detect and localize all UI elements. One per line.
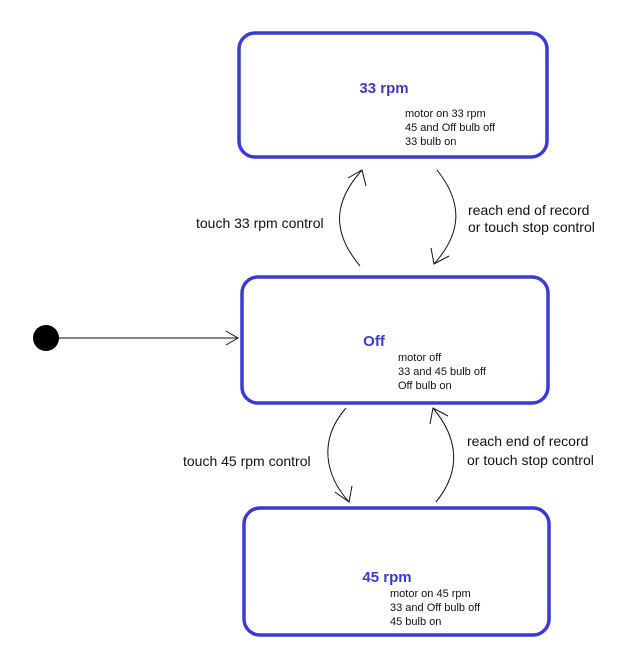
transition-45-to-off-label: reach end of record xyxy=(467,433,588,449)
transition-33-to-off-label: reach end of record xyxy=(468,202,589,218)
initial-transition-arrowhead xyxy=(225,330,239,346)
transition-45-to-off-edge xyxy=(432,407,455,503)
state-45-rpm-action: 45 bulb on xyxy=(390,616,441,628)
transition-off-to-33-arrowhead xyxy=(347,169,367,187)
state-off: Off motor off 33 and 45 bulb off Off bul… xyxy=(240,275,550,405)
transition-45-to-off-label: or touch stop control xyxy=(467,452,594,468)
state-off-action: Off bulb on xyxy=(398,380,452,392)
transition-off-to-45-arrowhead xyxy=(334,485,353,503)
state-off-action: 33 and 45 bulb off xyxy=(398,366,487,378)
transition-33-to-off-edge xyxy=(433,169,457,265)
transition-33-to-off-arrowhead xyxy=(430,247,450,265)
transition-off-to-33-edge xyxy=(339,169,363,267)
transition-45-to-off: reach end of record or touch stop contro… xyxy=(429,407,594,503)
state-45-rpm-name: 45 rpm xyxy=(362,569,411,586)
initial-state-dot xyxy=(33,325,59,351)
transition-45-to-off-arrowhead xyxy=(429,407,449,425)
state-off-box xyxy=(240,275,550,405)
state-45-rpm-action: motor on 45 rpm xyxy=(390,588,471,600)
transition-off-to-33-label: touch 33 rpm control xyxy=(196,215,324,231)
transition-off-to-33: touch 33 rpm control xyxy=(196,169,367,267)
transition-off-to-45-label: touch 45 rpm control xyxy=(183,453,311,469)
state-33-rpm-action: 33 bulb on xyxy=(405,136,456,148)
transition-off-to-45-edge xyxy=(327,407,350,503)
state-45-rpm: 45 rpm motor on 45 rpm 33 and Off bulb o… xyxy=(242,506,551,637)
state-33-rpm: 33 rpm motor on 33 rpm 45 and Off bulb o… xyxy=(237,31,549,159)
transition-33-to-off: reach end of record or touch stop contro… xyxy=(430,169,595,265)
state-45-rpm-box xyxy=(242,506,551,637)
state-33-rpm-action: 45 and Off bulb off xyxy=(405,122,496,134)
state-33-rpm-box xyxy=(237,31,549,159)
state-off-action: motor off xyxy=(398,352,442,364)
transition-off-to-45: touch 45 rpm control xyxy=(183,407,353,503)
state-off-name: Off xyxy=(363,333,386,350)
state-45-rpm-action: 33 and Off bulb off xyxy=(390,602,481,614)
state-33-rpm-name: 33 rpm xyxy=(359,80,408,97)
state-33-rpm-action: motor on 33 rpm xyxy=(405,108,486,120)
transition-33-to-off-label: or touch stop control xyxy=(468,219,595,235)
